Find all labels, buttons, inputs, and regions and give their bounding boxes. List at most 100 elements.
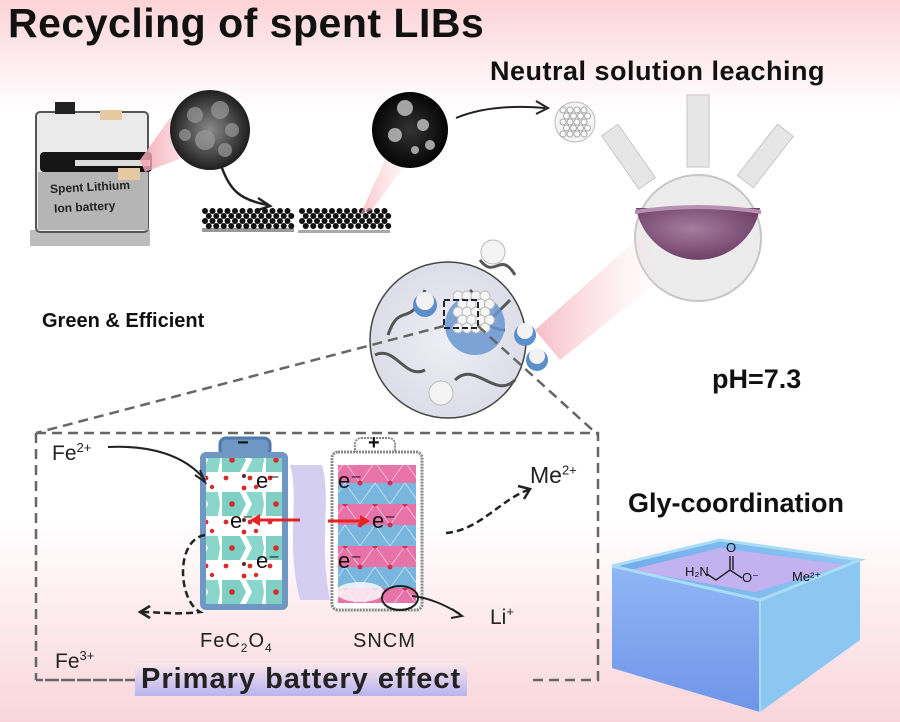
particle-dot [559, 106, 567, 114]
particle-dot [247, 208, 253, 214]
particle-dot [235, 213, 242, 219]
particle-dot [362, 223, 369, 229]
particle-dot [321, 208, 328, 214]
particle-dot [362, 213, 369, 219]
particle-dot [284, 208, 291, 214]
particle-dot [262, 208, 268, 214]
particle-dot [220, 213, 227, 219]
particle-dot [563, 124, 570, 132]
detail-inset-box [36, 431, 600, 682]
particle-dot [580, 118, 588, 126]
electron-label: e⁻ [372, 508, 396, 533]
particle-dot [224, 208, 231, 214]
me2-ion-label: Me2+ [530, 462, 577, 488]
particle-dot [213, 223, 220, 229]
anode-sign: − [237, 432, 249, 454]
particle-dot [280, 223, 287, 229]
particle-dot [336, 208, 343, 214]
particle-dot [580, 106, 588, 114]
particle-dot [573, 130, 581, 138]
solution-zoom-circle [369, 239, 548, 419]
particle-dot [385, 213, 392, 219]
particle-dot [299, 218, 305, 224]
particle-dot [573, 106, 581, 114]
electron-label: e⁻ [338, 548, 362, 573]
particle-dot [243, 213, 250, 219]
particle-dot [351, 208, 358, 214]
particle-dot [580, 130, 588, 138]
electron-label: e⁻ [256, 548, 280, 573]
glycine-bonds [706, 569, 743, 581]
particle-dot [374, 218, 380, 224]
cathode-sign: + [368, 432, 380, 454]
gly-coordination-container [611, 538, 866, 712]
particle-dot [310, 223, 317, 229]
particle-dot [584, 112, 591, 120]
particle-dot [209, 218, 216, 224]
particle-dot [377, 223, 384, 229]
li-ion-label: Li+ [490, 604, 514, 629]
particle-dot [325, 213, 332, 219]
particle-dot [269, 218, 276, 224]
particle-dot [559, 118, 567, 126]
particle-dot [366, 218, 373, 224]
particle-dot [250, 223, 257, 229]
particle-dot [347, 213, 354, 219]
spent-battery-illustration [30, 102, 152, 246]
particle-dot [570, 112, 577, 120]
particle-dot [202, 218, 208, 224]
electrode-strip-left [202, 208, 295, 232]
green-efficient-label: Green & Efficient [42, 310, 205, 332]
glycine-amine: H₂N [685, 564, 709, 579]
particle-dot [344, 208, 350, 214]
gly-coordination-label: Gly-coordination [628, 488, 844, 518]
particle-dot [340, 223, 347, 229]
arrow-to-electrode [220, 167, 269, 207]
particle-dot [329, 218, 335, 224]
particle-dot [269, 208, 276, 214]
particle-dot [262, 218, 268, 224]
cathode-sncm-electrode [330, 437, 424, 612]
particle-dot [306, 218, 313, 224]
particle-dot [377, 213, 384, 219]
particle-dot [563, 112, 570, 120]
particle-dot [332, 213, 339, 219]
projection-line-right [477, 325, 599, 436]
particle-dot [370, 223, 377, 229]
me2-release-arrow [445, 488, 529, 535]
cathode-caption: SNCM [353, 630, 416, 652]
particle-dot [302, 223, 309, 229]
particle-dot [310, 213, 317, 219]
particle-dot [359, 218, 365, 224]
electron-label: e⁻ [230, 508, 254, 533]
particle-dot [239, 218, 246, 224]
electrode-strip-right [298, 208, 392, 233]
particle-dot [317, 223, 324, 229]
particle-dot [254, 208, 261, 214]
particle-dot [217, 218, 223, 224]
particle-dot [355, 213, 362, 219]
particle-dot [239, 208, 246, 214]
particle-dot [220, 223, 227, 229]
particle-dot [329, 208, 335, 214]
particle-dot [566, 106, 574, 114]
particle-dot [344, 218, 350, 224]
particle-dot [584, 124, 591, 132]
particle-dot [258, 213, 265, 219]
three-neck-flask [600, 94, 794, 302]
electrolyte-bridge [290, 465, 330, 600]
glycine-metal: Me²⁺ [792, 569, 822, 584]
primary-battery-effect-label: Primary battery effect [135, 663, 468, 696]
particle-dot [317, 213, 324, 219]
particle-dot [332, 223, 339, 229]
particle-dot [284, 218, 291, 224]
particle-dot [273, 213, 280, 219]
diagram-title: Recycling of spent LIBs [8, 0, 485, 46]
particle-dot [228, 213, 235, 219]
ph-label: pH=7.3 [712, 364, 802, 394]
particle-dot [247, 218, 253, 224]
particle-dot [232, 218, 238, 224]
particle-dot [314, 208, 320, 214]
particle-dot [213, 213, 220, 219]
particle-dot [559, 130, 567, 138]
